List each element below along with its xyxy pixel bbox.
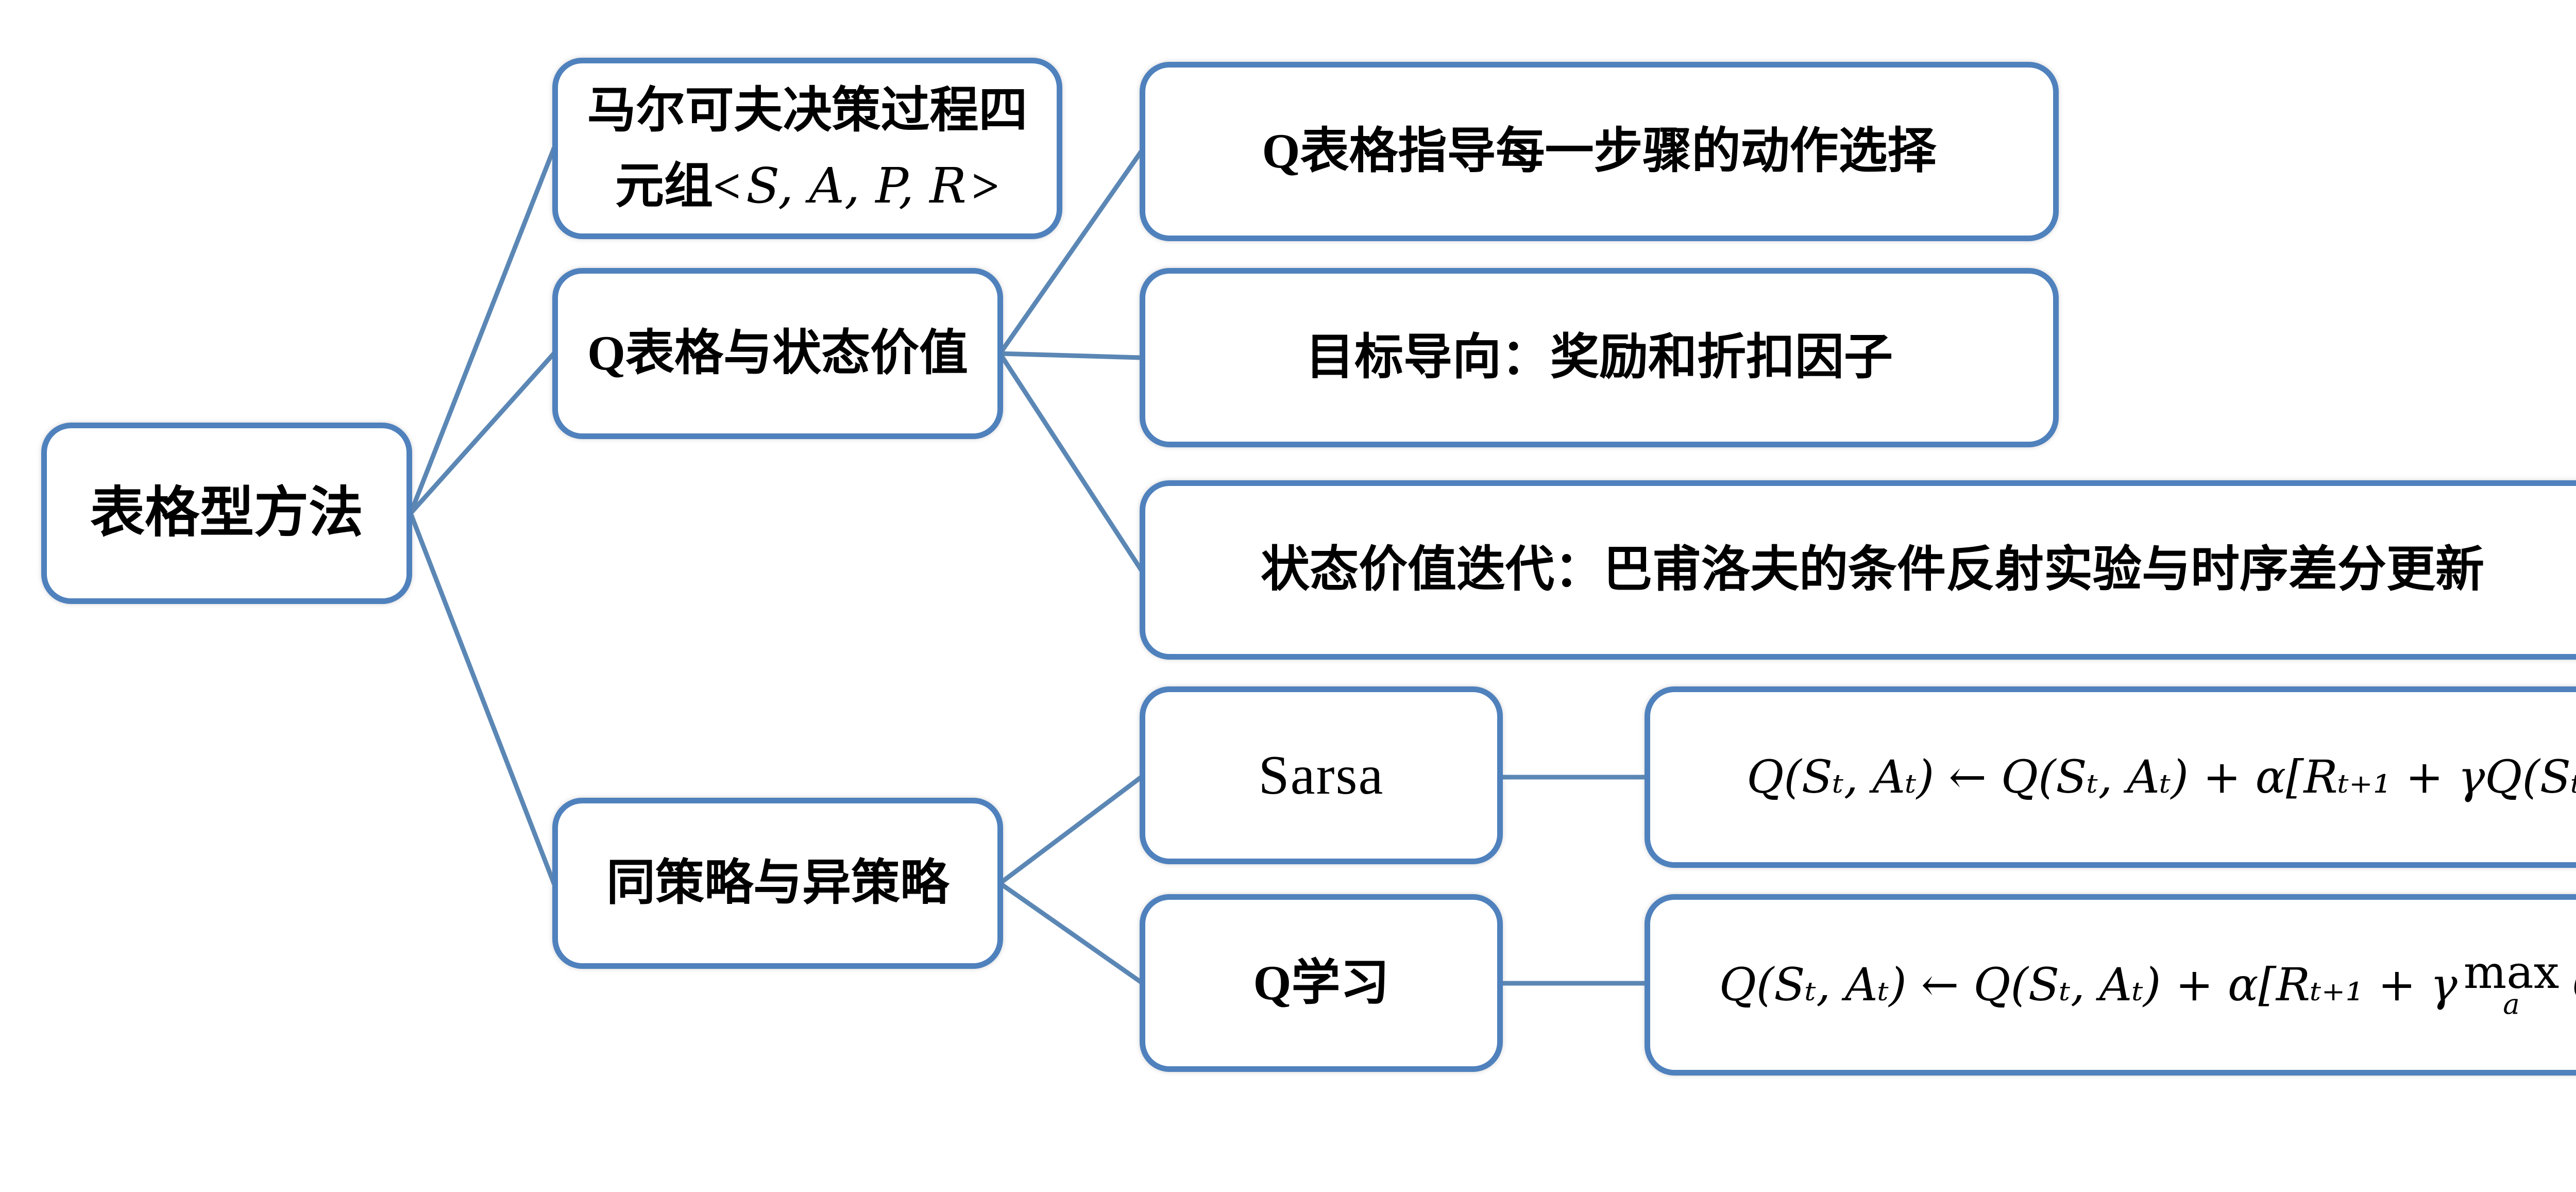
node-mdp-tuple: 马尔可夫决策过程四 元组<S, A, P, R>	[552, 58, 1062, 239]
mdp-line2-suffix: >	[971, 159, 999, 213]
node-qtable-action-selection: Q表格指导每一步骤的动作选择	[1140, 62, 2059, 241]
node-state-value-iteration-label: 状态价值迭代：巴甫洛夫的条件反射实验与时序差分更新	[1260, 542, 2484, 597]
node-tabular-methods-label: 表格型方法	[90, 482, 363, 543]
node-qtable-action-selection-label: Q表格指导每一步骤的动作选择	[1262, 124, 1937, 179]
node-sarsa: Sarsa	[1140, 686, 1503, 864]
node-qtable-statevalue-label: Q表格与状态价值	[587, 326, 968, 381]
mdp-line2-prefix: 元组<	[615, 159, 741, 213]
edge-qtable-valueiter	[997, 351, 1144, 573]
node-onpolicy-offpolicy: 同策略与异策略	[552, 798, 1003, 969]
mdp-line1: 马尔可夫决策过程四	[587, 82, 1028, 138]
edge-policy-qlearning	[997, 881, 1144, 985]
qlearning-formula-post: Q(Sₜ₊₁, a) − Q(Sₜ, Aₜ)]	[2571, 950, 2576, 1020]
node-sarsa-update-formula: Q(Sₜ, Aₜ) ← Q(Sₜ, Aₜ) + α[Rₜ₊₁ + γQ(Sₜ₊₁…	[1645, 686, 2576, 868]
edge-root-mdp	[408, 146, 556, 516]
mdp-variables: S, A, P, R	[746, 158, 967, 214]
max-operator-word: max	[2463, 946, 2560, 999]
max-operator-subscript: a	[2503, 987, 2520, 1021]
node-state-value-iteration: 状态价值迭代：巴甫洛夫的条件反射实验与时序差分更新	[1140, 480, 2576, 660]
edge-root-qtable	[408, 351, 556, 516]
node-mdp-tuple-label: 马尔可夫决策过程四 元组<S, A, P, R>	[587, 73, 1027, 225]
qlearning-formula-pre: Q(Sₜ, Aₜ) ← Q(Sₜ, Aₜ) + α[Rₜ₊₁ + γ	[1719, 958, 2458, 1011]
edge-qtable-goal	[997, 351, 1144, 360]
edge-policy-sarsa	[997, 775, 1144, 886]
node-qlearning-update-formula: Q(Sₜ, Aₜ) ← Q(Sₜ, Aₜ) + α[Rₜ₊₁ + γmaxaQ(…	[1645, 894, 2576, 1076]
edge-qtable-qguide	[997, 149, 1144, 356]
node-tabular-methods: 表格型方法	[41, 423, 412, 604]
node-qlearning: Q学习	[1140, 894, 1503, 1072]
node-qtable-statevalue: Q表格与状态价值	[552, 268, 1003, 439]
node-sarsa-label: Sarsa	[1258, 744, 1384, 806]
node-onpolicy-offpolicy-label: 同策略与异策略	[606, 855, 949, 911]
edge-root-policy	[408, 511, 556, 886]
sarsa-formula-text: Q(Sₜ, Aₜ) ← Q(Sₜ, Aₜ) + α[Rₜ₊₁ + γQ(Sₜ₊₁…	[1747, 750, 2576, 803]
node-goal-oriented: 目标导向：奖励和折扣因子	[1140, 268, 2059, 447]
node-goal-oriented-label: 目标导向：奖励和折扣因子	[1305, 330, 1893, 385]
node-qlearning-label: Q学习	[1253, 955, 1389, 1010]
